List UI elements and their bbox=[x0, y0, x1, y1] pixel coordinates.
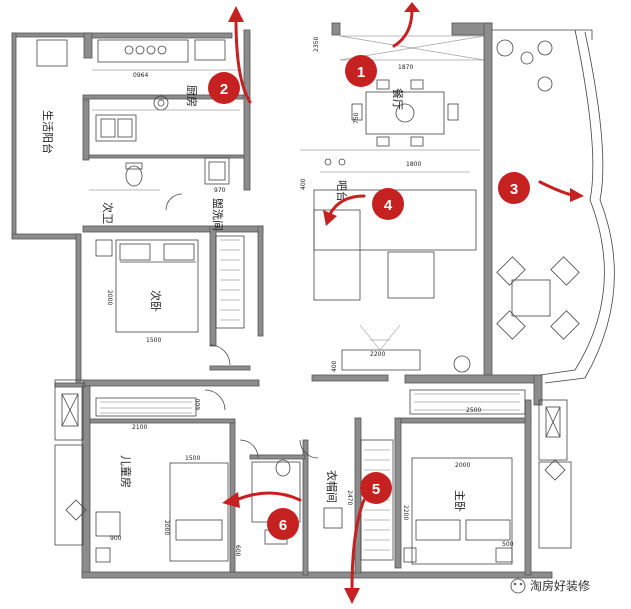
label-bar: 吧台 bbox=[335, 180, 349, 202]
arrow-1 bbox=[392, 8, 414, 48]
balcony-table-set bbox=[496, 256, 580, 340]
dim-tv-d: 400 bbox=[331, 360, 338, 372]
dim-master-side: 500 bbox=[502, 541, 514, 548]
marker-1: 1 bbox=[345, 55, 377, 87]
kids-room-furniture bbox=[95, 389, 229, 563]
arrow-5 bbox=[350, 498, 366, 592]
window-marks bbox=[61, 393, 566, 521]
marker-3: 3 bbox=[498, 172, 530, 204]
watermark: 淘房好装修 bbox=[510, 578, 590, 594]
walls bbox=[11, 22, 615, 579]
dining-furniture bbox=[300, 35, 485, 151]
dim-kids-small: 900 bbox=[110, 535, 122, 542]
dim-corridor: 600 bbox=[195, 398, 202, 410]
dim-second-bed-l: 2000 bbox=[106, 290, 113, 305]
dim-master-wardrobe: 2500 bbox=[466, 407, 481, 414]
marker-5-label: 5 bbox=[372, 481, 380, 498]
label-second-bedroom: 次卧 bbox=[149, 290, 163, 312]
marker-4-label: 4 bbox=[384, 197, 393, 214]
dim-kids-bed-l: 1500 bbox=[185, 455, 200, 462]
dim-bar-h: 400 bbox=[300, 178, 307, 190]
watermark-logo-icon bbox=[510, 578, 526, 594]
dim-laundry: 970 bbox=[214, 187, 226, 194]
arrow-3 bbox=[538, 180, 574, 197]
marker-3-label: 3 bbox=[510, 181, 518, 198]
label-kitchen: 厨房 bbox=[185, 85, 198, 107]
marker-2: 2 bbox=[208, 72, 240, 104]
dim-table-w: 750 bbox=[353, 112, 360, 124]
dim-tv-w: 2200 bbox=[370, 351, 385, 358]
dim-bath-w: 600 bbox=[234, 545, 241, 557]
direction-arrows bbox=[222, 2, 584, 604]
master-bedroom-furniture bbox=[403, 389, 526, 565]
label-utility-balcony: 生活阳台 bbox=[41, 110, 55, 154]
bath-fixtures bbox=[89, 157, 230, 211]
marker-5: 5 bbox=[360, 472, 392, 504]
label-laundry: 盥洗间 bbox=[211, 198, 224, 231]
marker-6-label: 6 bbox=[279, 517, 287, 534]
dim-kids-wardrobe: 2100 bbox=[132, 424, 147, 431]
dim-kitchen-counter: 0964 bbox=[133, 72, 148, 79]
label-kids-room: 儿童房 bbox=[119, 455, 133, 488]
label-dining: 餐厅 bbox=[391, 88, 405, 110]
dim-dining-h: 2350 bbox=[313, 37, 320, 52]
dim-living-width: 1800 bbox=[406, 161, 421, 168]
marker-4: 4 bbox=[372, 188, 404, 220]
dim-dining-len: 1870 bbox=[398, 64, 413, 71]
dim-master-bed-l: 2200 bbox=[402, 505, 409, 520]
second-bedroom-furniture bbox=[95, 235, 245, 366]
label-master-bedroom: 主卧 bbox=[453, 490, 466, 512]
arrow-6 bbox=[234, 491, 302, 502]
marker-2-label: 2 bbox=[220, 81, 228, 98]
watermark-text: 淘房好装修 bbox=[530, 578, 590, 593]
arrow-4 bbox=[328, 194, 366, 216]
dim-kids-bed-h: 2000 bbox=[163, 520, 170, 535]
dim-wardrobe-len: 2470 bbox=[346, 490, 353, 505]
label-wardrobe: 衣帽间 bbox=[325, 470, 339, 503]
dim-master-bed-w: 2000 bbox=[455, 462, 470, 469]
plant-icons bbox=[453, 39, 553, 373]
label-bathroom: 次卫 bbox=[101, 202, 115, 224]
kitchen-fixtures bbox=[36, 39, 240, 142]
dim-second-bed-w: 1500 bbox=[146, 337, 161, 344]
marker-6: 6 bbox=[267, 508, 299, 540]
marker-1-label: 1 bbox=[357, 64, 365, 81]
arrow-2 bbox=[234, 18, 252, 104]
